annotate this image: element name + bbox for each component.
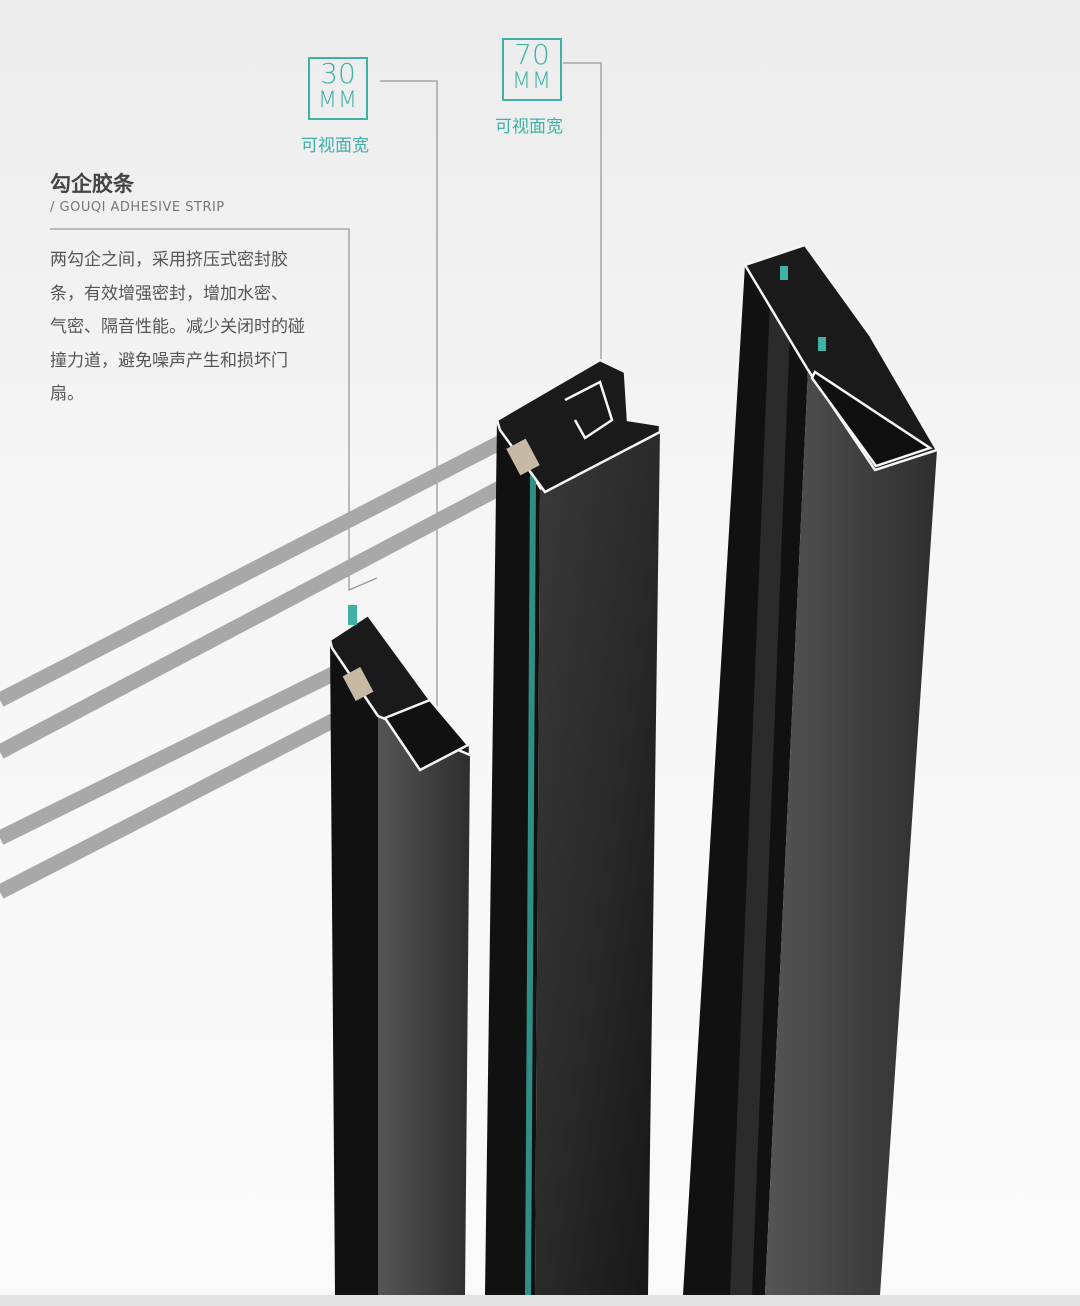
glazing-gasket [342,666,374,702]
adhesive-strip [818,337,826,351]
profile-face [378,712,470,1295]
dimension-unit: MM [512,69,552,94]
profile-face [535,430,660,1295]
dimension-70mm-caption: 可视面宽 [495,117,563,137]
adhesive-strip [348,605,357,625]
profile-groove [730,300,790,1295]
description-line: 两勾企之间，采用挤压式密封胶 [50,250,288,270]
description-line: 条，有效增强密封，增加水密、 [50,283,288,304]
dimension-value: 70 [514,38,550,71]
glass-pane [0,705,354,899]
profile-inner-chamber [564,380,614,440]
feature-description: 两勾企之间，采用挤压式密封胶 条，有效增强密封，增加水密、 气密、隔音性能。减少… [50,244,332,412]
dimension-value: 30 [320,57,356,90]
profile-side [485,420,540,1295]
dimension-30mm-caption: 可视面宽 [301,136,369,156]
profile-cross-section [810,370,933,468]
description-line: 气密、隔音性能。减少关闭时的碰 [50,317,305,337]
dimension-unit: MM [318,88,358,113]
glass-pane [0,433,509,707]
glass-pane [0,661,349,845]
dimension-70mm-badge: 70 MM [502,38,562,101]
dimension-30mm-badge: 30 MM [308,57,368,120]
profile-cross-section [743,243,939,472]
bottom-divider [0,1295,1080,1306]
feature-subtitle: / GOUQI ADHESIVE STRIP [50,200,225,215]
description-line: 撞力道，避免噪声产生和损坏门 [50,350,288,371]
leader-line-strip [50,228,378,591]
profile-30mm [328,605,472,1295]
glass-pane [0,473,519,759]
profile-face [765,370,937,1295]
adhesive-strip [780,266,788,280]
profile-cross-section [383,698,470,772]
glass-panes [0,433,519,899]
profile-70mm [485,358,662,1295]
leader-line-30mm [380,80,438,800]
profile-wide [683,243,939,1295]
description-line: 扇。 [50,384,84,404]
glazing-gasket [506,438,540,476]
profile-seal-line [525,470,536,1295]
profile-side [330,640,378,1295]
feature-title: 勾企胶条 [50,172,134,196]
